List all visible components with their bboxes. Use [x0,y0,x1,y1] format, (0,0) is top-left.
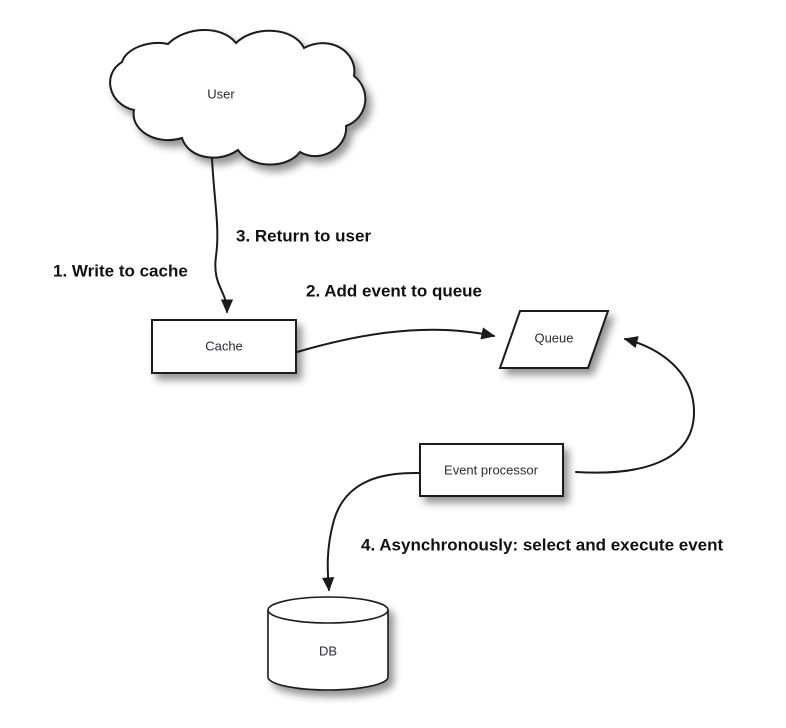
step-label-4: 4. Asynchronously: select and execute ev… [361,535,724,554]
node-user[interactable] [109,29,367,166]
node-label-event-processor: Event processor [444,462,539,477]
node-cache[interactable] [151,319,297,374]
edge-cache-to-queue[interactable] [296,327,496,353]
rectangle-icon [419,443,564,497]
cloud-icon [109,29,367,166]
edge-processor-to-queue[interactable] [575,336,696,474]
edge-user-to-cache[interactable] [211,157,234,314]
cylinder-top-ellipse-icon [267,609,389,624]
node-label-user: User [207,86,235,101]
node-queue[interactable] [498,310,610,369]
step-label-2: 2. Add event to queue [306,281,482,300]
node-db[interactable] [267,596,389,691]
rectangle-icon [151,319,297,374]
parallelogram-icon [498,310,610,369]
node-label-cache: Cache [205,338,243,353]
node-event-processor[interactable] [419,443,564,497]
step-label-3: 3. Return to user [236,226,371,245]
edge-processor-to-db[interactable] [321,471,420,592]
node-label-queue: Queue [534,330,573,345]
node-label-db: DB [319,643,337,658]
step-label-1: 1. Write to cache [53,261,188,280]
